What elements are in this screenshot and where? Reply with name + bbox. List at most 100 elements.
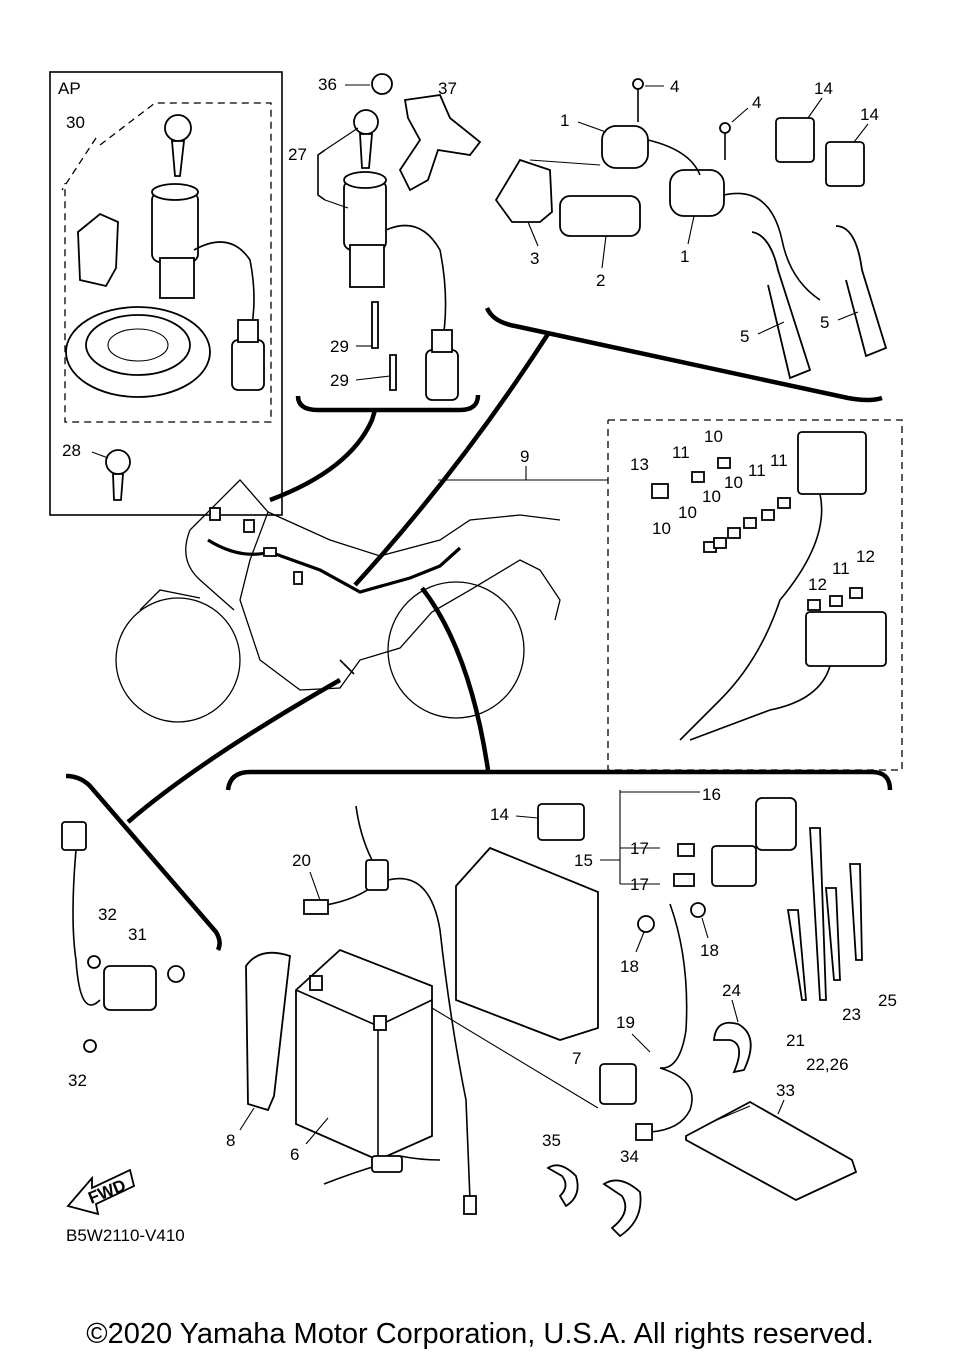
callout-12a: 12 [856,547,875,566]
callout-18a: 18 [620,957,639,976]
connector-3-icon [494,158,553,223]
main-switch-icon [151,183,265,391]
connector-icon [61,821,87,851]
callout-29a: 29 [330,337,349,356]
main-switch-group: 27 36 37 29 29 [288,73,482,413]
bolt-18b-icon [690,902,706,918]
callout-8: 8 [226,1131,235,1150]
fuse-17b-icon [673,873,695,887]
callout-34: 34 [620,1147,639,1166]
callout-10d: 10 [678,503,697,522]
callout-32b: 32 [68,1071,87,1090]
fuse-icons [691,457,863,611]
fuse-box-group: 9 13 10 11 11 11 10 10 10 10 12 11 [438,419,903,771]
cable-19-icon [599,1063,637,1105]
main-switch-body [343,179,387,251]
fuse-17a-icon [677,843,695,857]
tie-25-icon [849,863,863,961]
callout-11a: 11 [672,443,690,462]
fuse-box-sub-icon [805,611,887,667]
sheet-33-icon [685,1100,858,1202]
screw-29b-icon [389,354,397,391]
callout-33: 33 [776,1081,795,1100]
fwd-arrow-icon: FWD [66,1168,136,1216]
clamp-24-icon [713,1021,752,1074]
starter-relay-cover-icon [755,797,797,851]
diagram-code: B5W2110-V410 [66,1226,185,1245]
callout-25: 25 [878,991,897,1010]
callout-27: 27 [288,145,307,164]
callout-23: 23 [842,1005,861,1024]
callout-24: 24 [722,981,741,1000]
callout-14a: 14 [814,79,833,98]
callout-31: 31 [128,925,147,944]
battery-group: 14 16 15 17 17 7 6 8 20 [225,769,897,1238]
callout-4a: 4 [670,77,679,96]
callout-7: 7 [572,1049,581,1068]
sensor-group: 32 31 32 [61,773,222,1090]
callout-36: 36 [318,75,337,94]
leader-sensor [126,678,342,824]
callout-30: 30 [66,113,85,132]
callout-10e: 10 [652,519,671,538]
ap-kit-box: AP 30 28 [49,71,283,516]
ignition-coil-1b-icon [669,169,725,217]
copyright-notice: ©2020 Yamaha Motor Corporation, U.S.A. A… [86,1318,874,1350]
spare-key-icon [105,449,131,501]
callout-14b: 14 [860,105,879,124]
callout-17a: 17 [630,839,649,858]
tie-21-icon [786,909,807,1001]
fuel-cap-icon [65,306,211,398]
callout-16: 16 [702,785,721,804]
bolt-4b-icon [719,122,731,134]
callout-37: 37 [438,79,457,98]
callout-13: 13 [630,455,649,474]
ap-label: AP [58,79,81,98]
callout-19: 19 [616,1013,635,1032]
callout-1a: 1 [560,111,569,130]
callout-10c: 10 [702,487,721,506]
callout-5a: 5 [740,327,749,346]
rectifier-2-icon [559,195,641,237]
tie-22-icon [809,827,827,1001]
callout-22-26: 22,26 [806,1055,849,1074]
callout-11b: 11 [770,451,788,470]
callout-4b: 4 [752,93,761,112]
plug-cap-5b-icon [835,225,888,358]
battery-band-8-icon [245,951,291,1112]
callout-2: 2 [596,271,605,290]
callout-15: 15 [574,851,593,870]
callout-11c: 11 [748,461,766,480]
callout-11d: 11 [832,559,850,578]
callout-1b: 1 [680,247,689,266]
lock-bracket-icon [77,212,119,288]
callout-14c: 14 [490,805,509,824]
relay-13-icon [651,483,669,499]
plug-cap-5a-icon [751,231,812,380]
bolt-36-icon [371,73,393,95]
callout-32a: 32 [98,905,117,924]
callout-12b: 12 [808,575,827,594]
callout-21: 21 [786,1031,805,1050]
callout-3: 3 [530,249,539,268]
callout-6: 6 [290,1145,299,1164]
ignition-coil-1a-icon [601,125,649,169]
screw-32b-icon [83,1039,97,1053]
cable-20-icon [303,899,329,915]
tie-23-icon [825,887,841,981]
callout-20: 20 [292,851,311,870]
key-icon [353,109,379,135]
starter-relay-icon [711,845,757,887]
relay-14b-icon [825,141,865,187]
callout-10a: 10 [704,427,723,446]
battery-lead-connector-icon [371,1155,403,1173]
clamp-34-icon [602,1179,642,1238]
callout-17b: 17 [630,875,649,894]
callout-5b: 5 [820,313,829,332]
motorcycle-outline [115,479,561,723]
callout-35: 35 [542,1131,561,1150]
screw-29a-icon [371,301,379,349]
ignition-group: 4 4 1 1 3 2 14 14 5 5 [484,77,888,403]
battery-6-icon [295,948,433,1161]
